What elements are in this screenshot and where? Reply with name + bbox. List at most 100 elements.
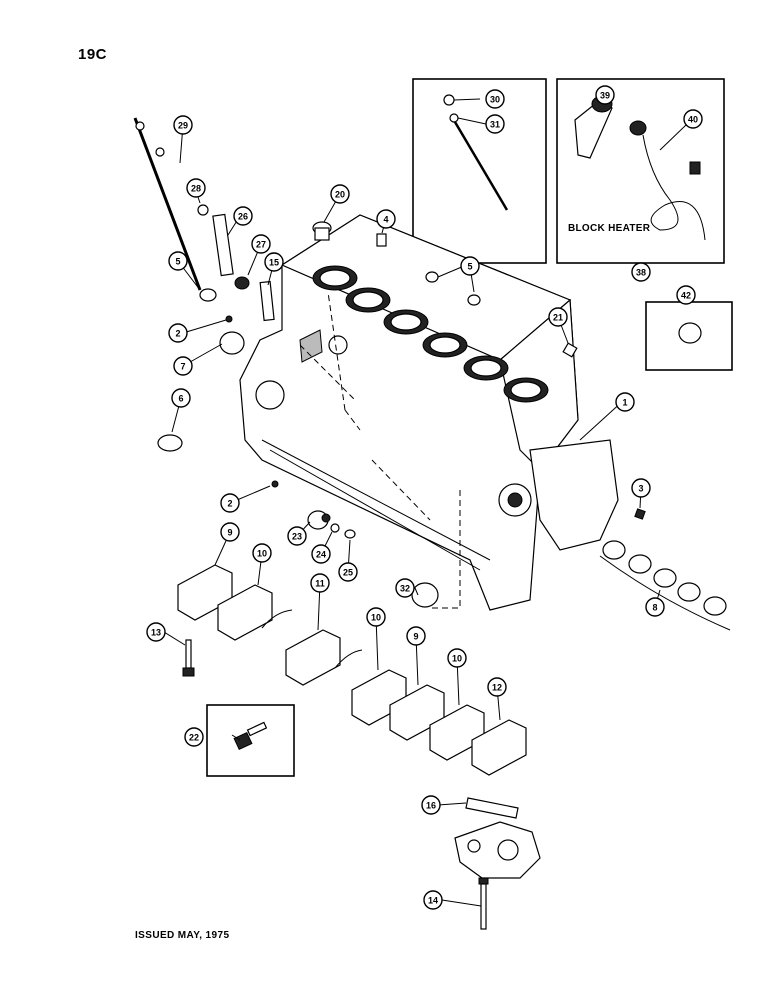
callout-label: 16 bbox=[426, 801, 436, 811]
dipstick-inset bbox=[443, 94, 509, 211]
callout-32: 32 bbox=[395, 578, 415, 598]
callout-label: 21 bbox=[553, 313, 563, 323]
plugs-23-24-25 bbox=[307, 510, 356, 539]
callout-label: 27 bbox=[256, 240, 266, 250]
inset-box-22 bbox=[206, 704, 295, 777]
inset-box-dipstick bbox=[412, 78, 547, 264]
callout-30: 30 bbox=[485, 89, 505, 109]
plug-2-lower bbox=[271, 480, 279, 488]
callout-31: 31 bbox=[485, 114, 505, 134]
callout-label: 30 bbox=[490, 95, 500, 105]
callout-label: 10 bbox=[452, 654, 462, 664]
callout-6: 6 bbox=[171, 388, 191, 408]
engine-block bbox=[239, 214, 619, 611]
callout-21: 21 bbox=[548, 307, 568, 327]
plug-5-left bbox=[199, 288, 217, 302]
callout-label: 24 bbox=[316, 550, 326, 560]
callout-5: 5 bbox=[168, 251, 188, 271]
callout-label: 31 bbox=[490, 120, 500, 130]
issue-date: ISSUED MAY, 1975 bbox=[135, 930, 230, 941]
expansion-plug-6 bbox=[157, 434, 183, 452]
callout-label: 23 bbox=[292, 532, 302, 542]
callout-25: 25 bbox=[338, 562, 358, 582]
plug-3 bbox=[634, 508, 646, 520]
callout-label: 10 bbox=[371, 613, 381, 623]
callout-27: 27 bbox=[251, 234, 271, 254]
callout-42: 42 bbox=[676, 285, 696, 305]
fitting-27 bbox=[234, 276, 250, 290]
callout-label: 1 bbox=[622, 398, 627, 408]
callout-15: 15 bbox=[264, 252, 284, 272]
seal-42 bbox=[678, 322, 702, 344]
callout-label: 40 bbox=[688, 115, 698, 125]
callout-label: 2 bbox=[227, 499, 232, 509]
oil-pump bbox=[454, 821, 541, 879]
dipstick-tube bbox=[212, 213, 234, 277]
page-number: 19C bbox=[78, 46, 108, 63]
callout-label: 5 bbox=[175, 257, 180, 267]
callout-label: 39 bbox=[600, 91, 610, 101]
plug-4 bbox=[376, 233, 387, 247]
gasket-16 bbox=[465, 797, 519, 819]
callout-22: 22 bbox=[184, 727, 204, 747]
callout-label: 20 bbox=[335, 190, 345, 200]
callout-3: 3 bbox=[631, 478, 651, 498]
callout-29: 29 bbox=[173, 115, 193, 135]
callout-label: 2 bbox=[175, 329, 180, 339]
callout-label: 22 bbox=[189, 733, 199, 743]
callout-39: 39 bbox=[595, 85, 615, 105]
callout-label: 32 bbox=[400, 584, 410, 594]
callout-2: 2 bbox=[220, 493, 240, 513]
bolt-13 bbox=[182, 639, 195, 677]
callout-20: 20 bbox=[330, 184, 350, 204]
callout-label: 9 bbox=[413, 632, 418, 642]
callout-1: 1 bbox=[615, 392, 635, 412]
fitting-20 bbox=[312, 221, 332, 241]
plug-2-upper bbox=[225, 315, 233, 323]
callout-8: 8 bbox=[645, 597, 665, 617]
bolt-14 bbox=[478, 877, 489, 930]
plug-21 bbox=[562, 342, 578, 358]
callout-13: 13 bbox=[146, 622, 166, 642]
callout-label: 4 bbox=[383, 215, 388, 225]
callout-label: 3 bbox=[638, 484, 643, 494]
callout-23: 23 bbox=[287, 526, 307, 546]
callout-10: 10 bbox=[252, 543, 272, 563]
sensor-22 bbox=[233, 721, 268, 751]
callout-4: 4 bbox=[376, 209, 396, 229]
callout-5: 5 bbox=[460, 256, 480, 276]
callout-label: 5 bbox=[467, 262, 472, 272]
callout-label: 9 bbox=[227, 528, 232, 538]
callout-26: 26 bbox=[233, 206, 253, 226]
cam-bearings bbox=[599, 540, 731, 631]
callout-label: 15 bbox=[269, 258, 279, 268]
callout-9: 9 bbox=[220, 522, 240, 542]
callout-9: 9 bbox=[406, 626, 426, 646]
block-heater-cord bbox=[629, 120, 706, 241]
block-heater-element bbox=[574, 95, 613, 159]
plug-5-right-b bbox=[467, 294, 481, 306]
callout-label: 14 bbox=[428, 896, 438, 906]
plug-5-right-a bbox=[425, 271, 439, 283]
callout-label: 13 bbox=[151, 628, 161, 638]
o-ring-28 bbox=[197, 204, 209, 216]
callout-label: 42 bbox=[681, 291, 691, 301]
callout-10: 10 bbox=[447, 648, 467, 668]
callout-label: 6 bbox=[178, 394, 183, 404]
callout-label: 12 bbox=[492, 683, 502, 693]
callout-28: 28 bbox=[186, 178, 206, 198]
callout-label: 25 bbox=[343, 568, 353, 578]
main-bearing-caps bbox=[177, 564, 527, 776]
seal-32 bbox=[411, 582, 439, 608]
callout-label: 7 bbox=[180, 362, 185, 372]
callout-label: 11 bbox=[315, 579, 325, 589]
callout-38: 38 bbox=[631, 262, 651, 282]
callout-label: 38 bbox=[636, 268, 646, 278]
block-heater-label: BLOCK HEATER bbox=[568, 223, 651, 234]
callout-24: 24 bbox=[311, 544, 331, 564]
callout-label: 29 bbox=[178, 121, 188, 131]
callout-12: 12 bbox=[487, 677, 507, 697]
expansion-plug-7 bbox=[219, 331, 245, 355]
